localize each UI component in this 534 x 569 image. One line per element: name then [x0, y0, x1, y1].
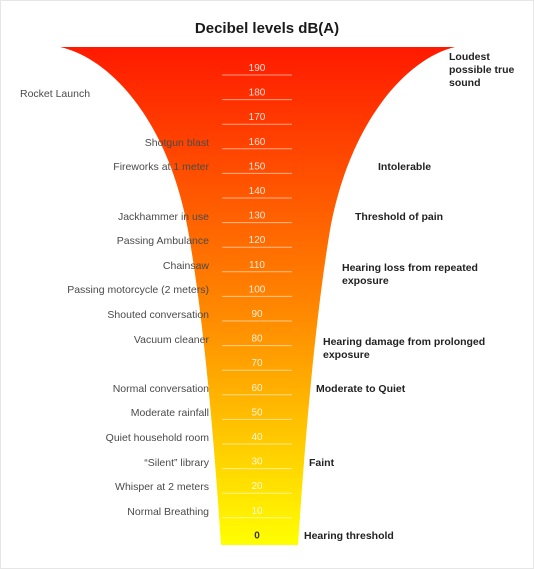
right-label: Loudest possible true sound: [449, 50, 515, 89]
right-label: Hearing damage from prolonged exposure: [323, 335, 486, 361]
scale-value: 60: [251, 383, 263, 394]
scale-value: 180: [249, 88, 266, 99]
scale-value: 160: [249, 137, 266, 148]
scale-value: 20: [251, 481, 263, 492]
left-label: Moderate rainfall: [130, 407, 209, 420]
scale-value: 110: [249, 260, 265, 271]
scale-value: 80: [251, 334, 263, 345]
left-label: Chainsaw: [162, 259, 209, 272]
left-label: Shouted conversation: [107, 309, 209, 321]
left-label: Shotgun blast: [144, 136, 209, 149]
left-label: Rocket Launch: [20, 87, 91, 100]
right-label: Hearing loss from repeated exposure: [342, 262, 478, 288]
left-label: Quiet household room: [105, 432, 209, 444]
left-label: Fireworks at 1 meter: [113, 161, 209, 174]
left-label: Normal conversation: [112, 382, 209, 395]
right-label: Hearing threshold: [304, 530, 394, 543]
right-label: Threshold of pain: [355, 210, 444, 223]
right-label: Moderate to Quiet: [316, 382, 406, 395]
scale-value: 10: [251, 506, 263, 517]
scale-value: 170: [249, 112, 266, 123]
left-label: Passing motorcycle (2 meters): [67, 284, 209, 297]
right-label: Faint: [309, 456, 335, 469]
left-label: Passing Ambulance: [116, 235, 209, 248]
scale-value: 50: [251, 407, 263, 418]
scale-value: 90: [251, 309, 263, 320]
scale-value: 150: [249, 161, 266, 172]
scale-value: 100: [249, 284, 266, 295]
scale-value: 40: [251, 432, 263, 443]
left-label: Jackhammer in use: [117, 210, 209, 223]
left-label: “Silent” library: [144, 456, 209, 469]
scale-value: 140: [249, 186, 266, 197]
right-label: Intolerable: [378, 161, 432, 174]
diagram-title: Decibel levels dB(A): [194, 20, 340, 37]
scale-value: 120: [249, 235, 266, 246]
scale-value: 190: [249, 63, 266, 74]
scale-value: 70: [251, 358, 263, 369]
scale-value: 0: [254, 530, 260, 541]
left-label: Normal Breathing: [127, 505, 209, 518]
left-label: Whisper at 2 meters: [115, 481, 209, 494]
left-label: Vacuum cleaner: [133, 333, 209, 346]
scale-value: 30: [251, 457, 263, 468]
scale-value: 130: [249, 211, 266, 222]
scale-ticks: 1901801701601501401301201101009080706050…: [222, 63, 292, 541]
